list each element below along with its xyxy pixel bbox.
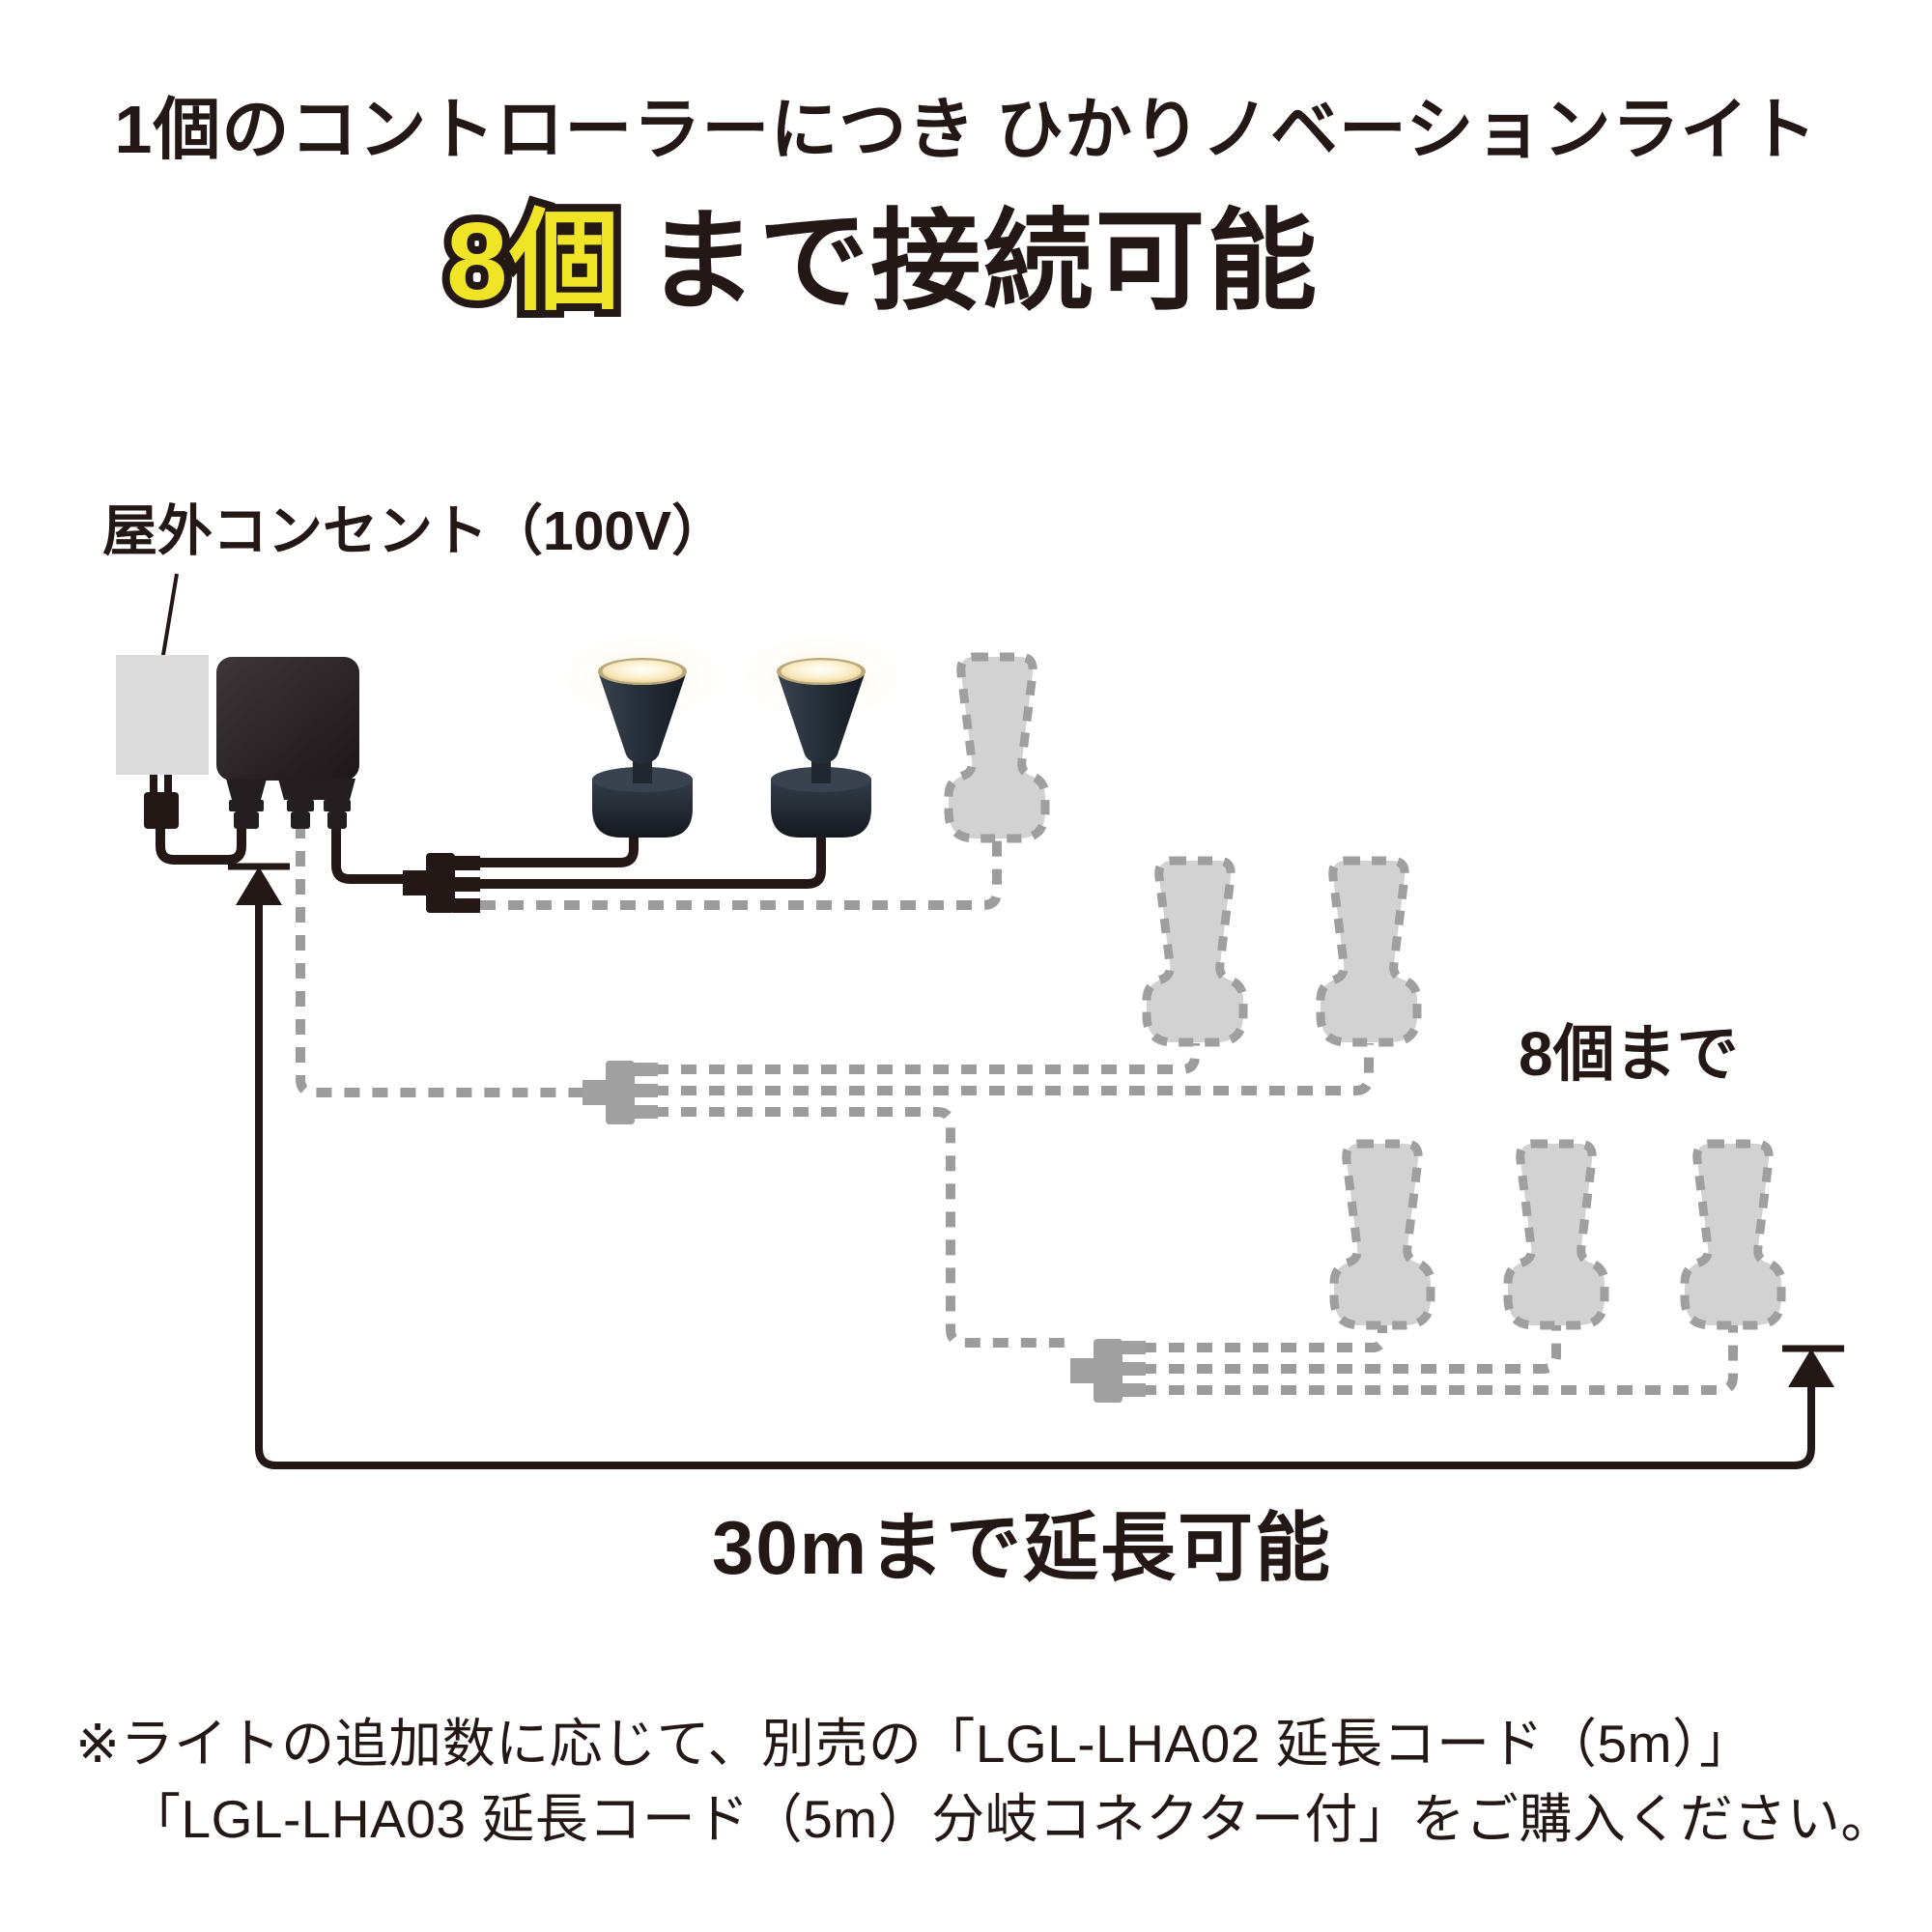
spotlight-ghost-6 — [1685, 1144, 1781, 1325]
outlet-label: 屋外コンセント（100V） — [102, 500, 727, 562]
max-lights-label: 8個まで — [1519, 1019, 1739, 1089]
wire-to-light-2 — [480, 802, 826, 889]
page-title-line2-rest: まで接続可能 — [646, 201, 1320, 324]
page-title-line2: 8個 8個 まで接続可能 — [439, 172, 1320, 331]
highlight-count: 8個 8個 — [439, 172, 627, 331]
footnote-line2: 「LGL-LHA03 延長コード（5m）分岐コネクター付」をご購入ください。 — [128, 1789, 1894, 1849]
dashed-wire-ghost-1 — [480, 838, 1002, 910]
page-title-line1: 1個のコントローラーにつき ひかりノベーションライト — [114, 92, 1818, 167]
highlight-count-outline: 8個 — [439, 193, 627, 331]
power-plug — [144, 775, 179, 829]
spotlight-ghost-1 — [949, 657, 1045, 838]
dashed-wire-ghost-5 — [1141, 1325, 1561, 1374]
splitter-connector-3 — [1070, 1339, 1146, 1403]
controller-to-splitter-wire — [331, 823, 403, 884]
splitter-connector-2 — [582, 1061, 658, 1124]
extension-measure-line — [228, 863, 1844, 1469]
dashed-wire-to-splitter-3 — [653, 1107, 1070, 1348]
dashed-wire-ghost-4 — [1141, 1325, 1387, 1352]
outdoor-outlet-box — [116, 655, 209, 775]
dashed-wire-ghost-2 — [653, 1043, 1200, 1074]
arrow-up-right — [1788, 1349, 1834, 1387]
splitter-connector-1 — [403, 853, 480, 913]
dashed-wire-ghost-6 — [1141, 1325, 1738, 1395]
spotlight-lit-1 — [551, 629, 734, 838]
extension-label: 30mまで延長可能 — [711, 1505, 1333, 1590]
highlight-count-fill: 8個 — [446, 201, 622, 324]
footnote-line1: ※ライトの追加数に応じて、別売の「LGL-LHA02 延長コード（5m）」 — [75, 1714, 1753, 1774]
wire-to-light-1 — [480, 802, 639, 867]
controller — [216, 657, 359, 829]
spotlight-ghost-2 — [1147, 861, 1243, 1042]
dashed-wire-controller-to-splitter-2 — [296, 823, 582, 1097]
spotlight-lit-2 — [729, 629, 913, 838]
plug-wire — [156, 823, 246, 865]
black-wires — [156, 802, 826, 889]
dashed-wire-ghost-3 — [653, 1043, 1374, 1095]
spotlight-ghost-3 — [1321, 861, 1417, 1042]
arrow-up-left — [236, 867, 282, 905]
spotlight-ghost-4 — [1334, 1144, 1431, 1325]
spotlight-ghost-5 — [1508, 1144, 1605, 1325]
dashed-extension-wires — [296, 823, 1738, 1395]
